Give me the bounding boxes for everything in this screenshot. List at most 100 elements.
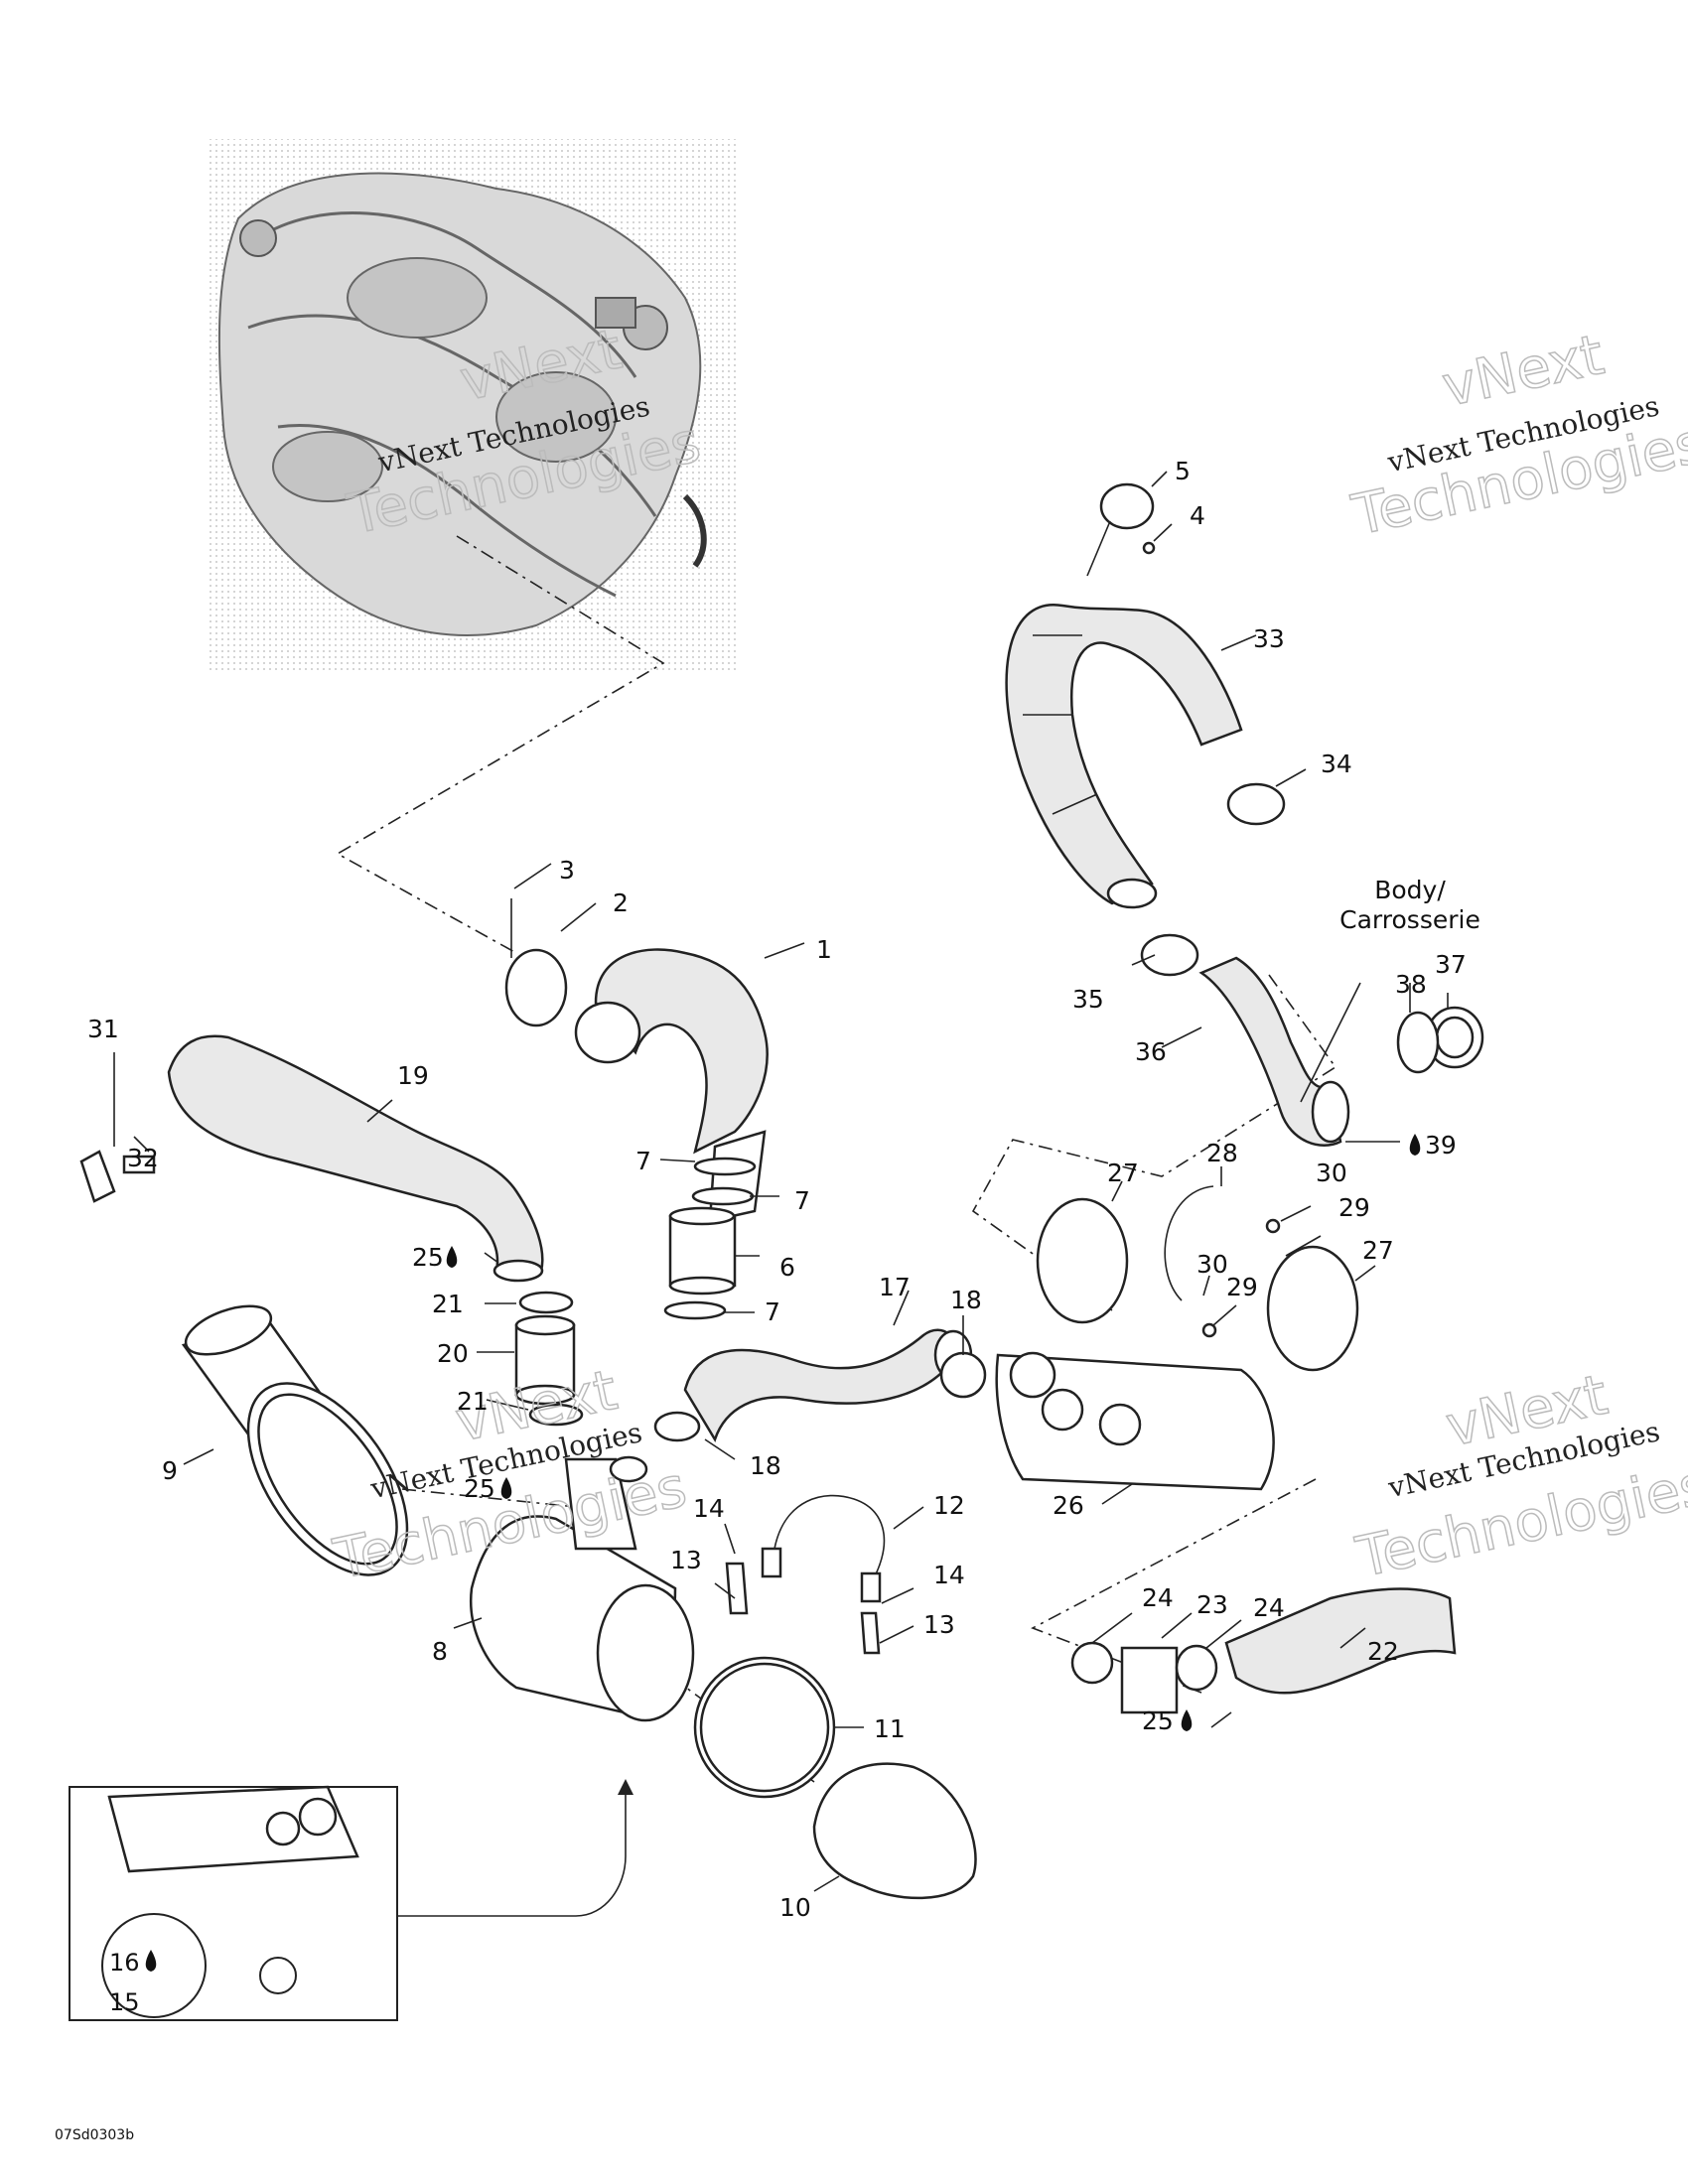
part-22-outlet-pipe [1224, 1587, 1457, 1695]
body-label: Body/ [1374, 876, 1446, 904]
callout-4: 4 [1190, 501, 1205, 530]
callout-18a: 18 [950, 1286, 982, 1314]
callout-5: 5 [1175, 457, 1191, 485]
part-12-cable [761, 1494, 886, 1603]
callout-7c: 7 [765, 1297, 780, 1326]
part-7-washer-3 [663, 1300, 727, 1320]
callout-12: 12 [933, 1491, 965, 1520]
drop-icon [500, 1477, 512, 1499]
part-34-clamp [1226, 782, 1286, 826]
part-24-clamp-right [1175, 1644, 1218, 1692]
callout-8: 8 [432, 1637, 448, 1666]
part-20-sleeve [514, 1314, 576, 1406]
engine-illustration [207, 139, 738, 670]
callout-23: 23 [1196, 1590, 1228, 1619]
callout-20: 20 [437, 1339, 469, 1368]
part-13-14-brackets [725, 1562, 881, 1655]
callout-10: 10 [779, 1893, 811, 1922]
part-1-exhaust-pipe [574, 948, 769, 1223]
callout-32: 32 [127, 1144, 159, 1172]
part-4-fastener [1142, 541, 1156, 555]
part-9-canister [181, 1304, 409, 1576]
part-19-hose [167, 1034, 544, 1283]
callout-21b: 21 [457, 1387, 489, 1416]
callout-27b: 27 [1362, 1236, 1394, 1265]
callout-11: 11 [874, 1714, 906, 1743]
part-28-strap [1164, 1185, 1214, 1301]
callout-21a: 21 [432, 1290, 464, 1318]
part-31-fitting [79, 1150, 116, 1203]
callout-25b: 25 [464, 1474, 495, 1503]
part-7-washer-2 [691, 1186, 755, 1206]
callout-33: 33 [1253, 624, 1285, 653]
callout-24b: 24 [1253, 1593, 1285, 1622]
drawing-code: 07Sd0303b [55, 2127, 134, 2143]
part-35-clamp [1140, 933, 1199, 977]
part-29-bracket-1 [1265, 1218, 1281, 1234]
drop-icons [145, 1134, 1421, 1972]
callout-7a: 7 [635, 1147, 651, 1175]
inset-detail [69, 1779, 633, 2021]
callout-36: 36 [1135, 1037, 1167, 1066]
callout-37: 37 [1435, 950, 1467, 979]
callout-9: 9 [162, 1456, 178, 1485]
part-5-ring [1099, 482, 1155, 530]
drop-icon [145, 1950, 157, 1972]
callout-1: 1 [816, 935, 832, 964]
callout-16: 16 [109, 1949, 140, 1977]
callout-27a: 27 [1107, 1159, 1139, 1187]
callout-7b: 7 [794, 1186, 810, 1215]
part-37-ring-inner [1435, 1016, 1475, 1059]
part-38-gasket [1396, 1011, 1440, 1074]
watermark-top-right: vNext vNext Technologies Technologies [1345, 322, 1688, 549]
drop-icon [1409, 1134, 1421, 1156]
callout-14b: 14 [933, 1561, 965, 1589]
part-2-clamp [504, 948, 568, 1027]
part-11-ring-inner [699, 1662, 830, 1793]
part-7-washer-1 [693, 1157, 757, 1176]
callout-24a: 24 [1142, 1583, 1174, 1612]
callout-6: 6 [779, 1253, 795, 1282]
callout-38: 38 [1395, 970, 1427, 999]
callout-19: 19 [397, 1061, 429, 1090]
part-36-elbow-pipe [1198, 956, 1350, 1147]
callout-22: 22 [1367, 1637, 1399, 1666]
callout-2: 2 [613, 888, 629, 917]
callout-29a: 29 [1338, 1193, 1370, 1222]
part-32-connector [122, 1155, 156, 1174]
part-18-clamp-left [653, 1411, 701, 1442]
watermark-middle-right: vNext vNext Technologies Technologies [1350, 1362, 1688, 1591]
part-10-cap [812, 1762, 977, 1900]
drop-icon [1181, 1709, 1193, 1731]
callout-17: 17 [879, 1273, 911, 1301]
part-27-strap-right [1266, 1245, 1359, 1372]
part-21-clamp-top [518, 1291, 574, 1314]
callout-35: 35 [1072, 985, 1104, 1014]
callout-14a: 14 [693, 1494, 725, 1523]
part-27-strap-left [1036, 1197, 1129, 1324]
part-26-resonator [995, 1351, 1275, 1491]
part-29-bracket-2 [1201, 1322, 1217, 1338]
callout-30b: 30 [1196, 1250, 1228, 1279]
part-45-fitting [609, 1455, 648, 1483]
callout-31: 31 [87, 1015, 119, 1043]
leader-lines [113, 471, 1449, 1892]
carrosserie-label: Carrosserie [1339, 905, 1480, 934]
callout-15: 15 [109, 1988, 140, 2016]
callout-13a: 13 [670, 1546, 702, 1574]
drop-icon [446, 1246, 458, 1268]
part-17-connecting-pipe [683, 1328, 973, 1442]
part-8-muffler [470, 1457, 695, 1722]
callout-26: 26 [1053, 1491, 1084, 1520]
part-33-exhaust-pipe [1005, 604, 1243, 909]
callout-28: 28 [1206, 1139, 1238, 1167]
callout-13b: 13 [923, 1610, 955, 1639]
callout-34: 34 [1321, 750, 1352, 778]
callout-30a: 30 [1316, 1159, 1347, 1187]
callouts: 1 2 3 4 5 6 7 7 7 8 9 10 11 12 13 13 14 … [87, 457, 1467, 2016]
part-6-sleeve [668, 1206, 737, 1296]
callout-29b: 29 [1226, 1273, 1258, 1301]
callout-3: 3 [559, 856, 575, 885]
part-24-clamp-left [1070, 1641, 1114, 1685]
